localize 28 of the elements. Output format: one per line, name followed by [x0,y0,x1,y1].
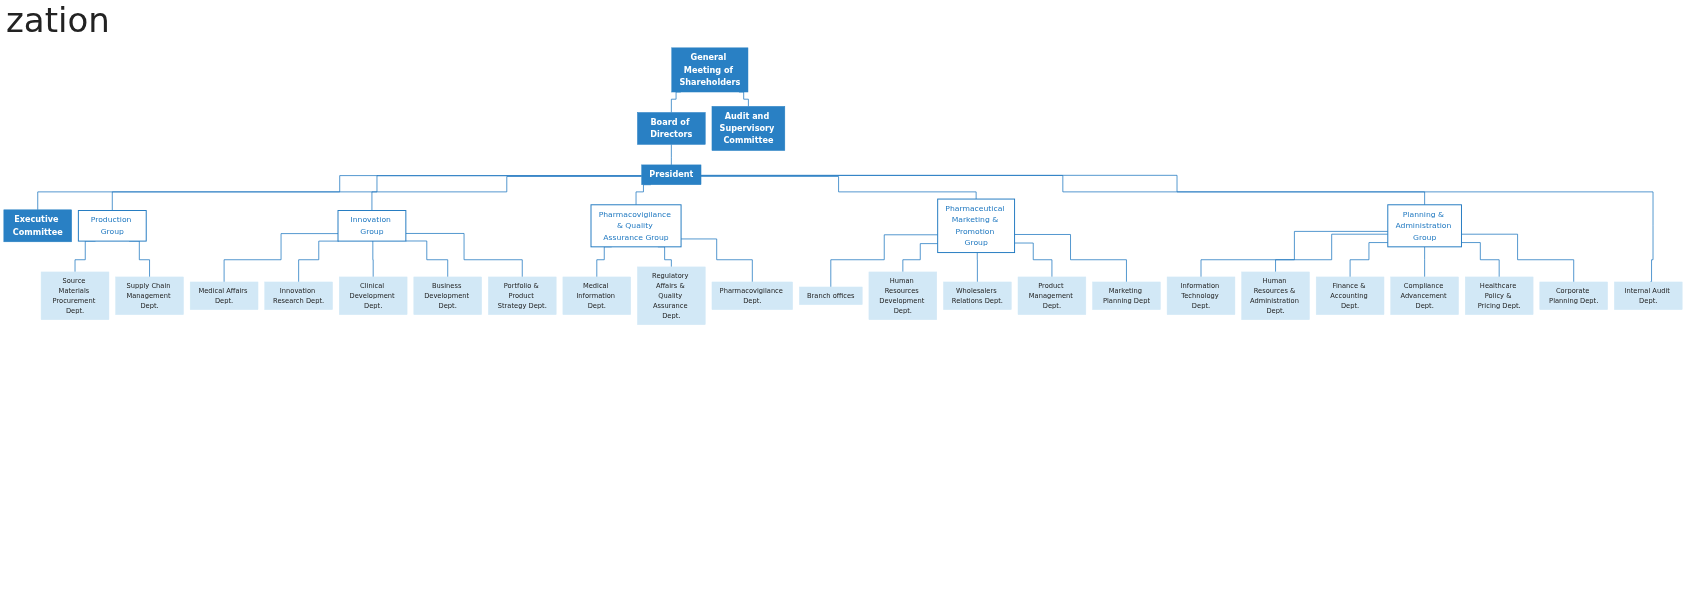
connector [405,233,523,278]
connector [1461,233,1575,283]
title: zation [6,0,110,40]
connector [670,144,672,166]
node-box: President [641,164,702,185]
connector [700,175,1425,206]
connector [902,243,939,273]
connector [1275,233,1389,273]
connector [700,174,1654,283]
connector [700,176,977,200]
connector [680,238,753,283]
node-box: Executive Committee [3,209,72,243]
connector [1200,231,1389,278]
connector [1461,242,1500,278]
connector [372,240,374,278]
connector [830,234,939,288]
node-box: Audit and Supervisory Committee [711,106,786,151]
connector [1014,242,1053,278]
connector [371,176,643,211]
connector [405,240,449,278]
node-box: General Meeting of Shareholders [671,47,749,93]
connector [1349,242,1389,278]
node-box: Board of Directors [637,112,706,145]
connector [1424,246,1425,278]
connector [976,252,978,283]
connector [1014,234,1127,283]
connector [223,233,339,283]
connector [298,240,340,283]
